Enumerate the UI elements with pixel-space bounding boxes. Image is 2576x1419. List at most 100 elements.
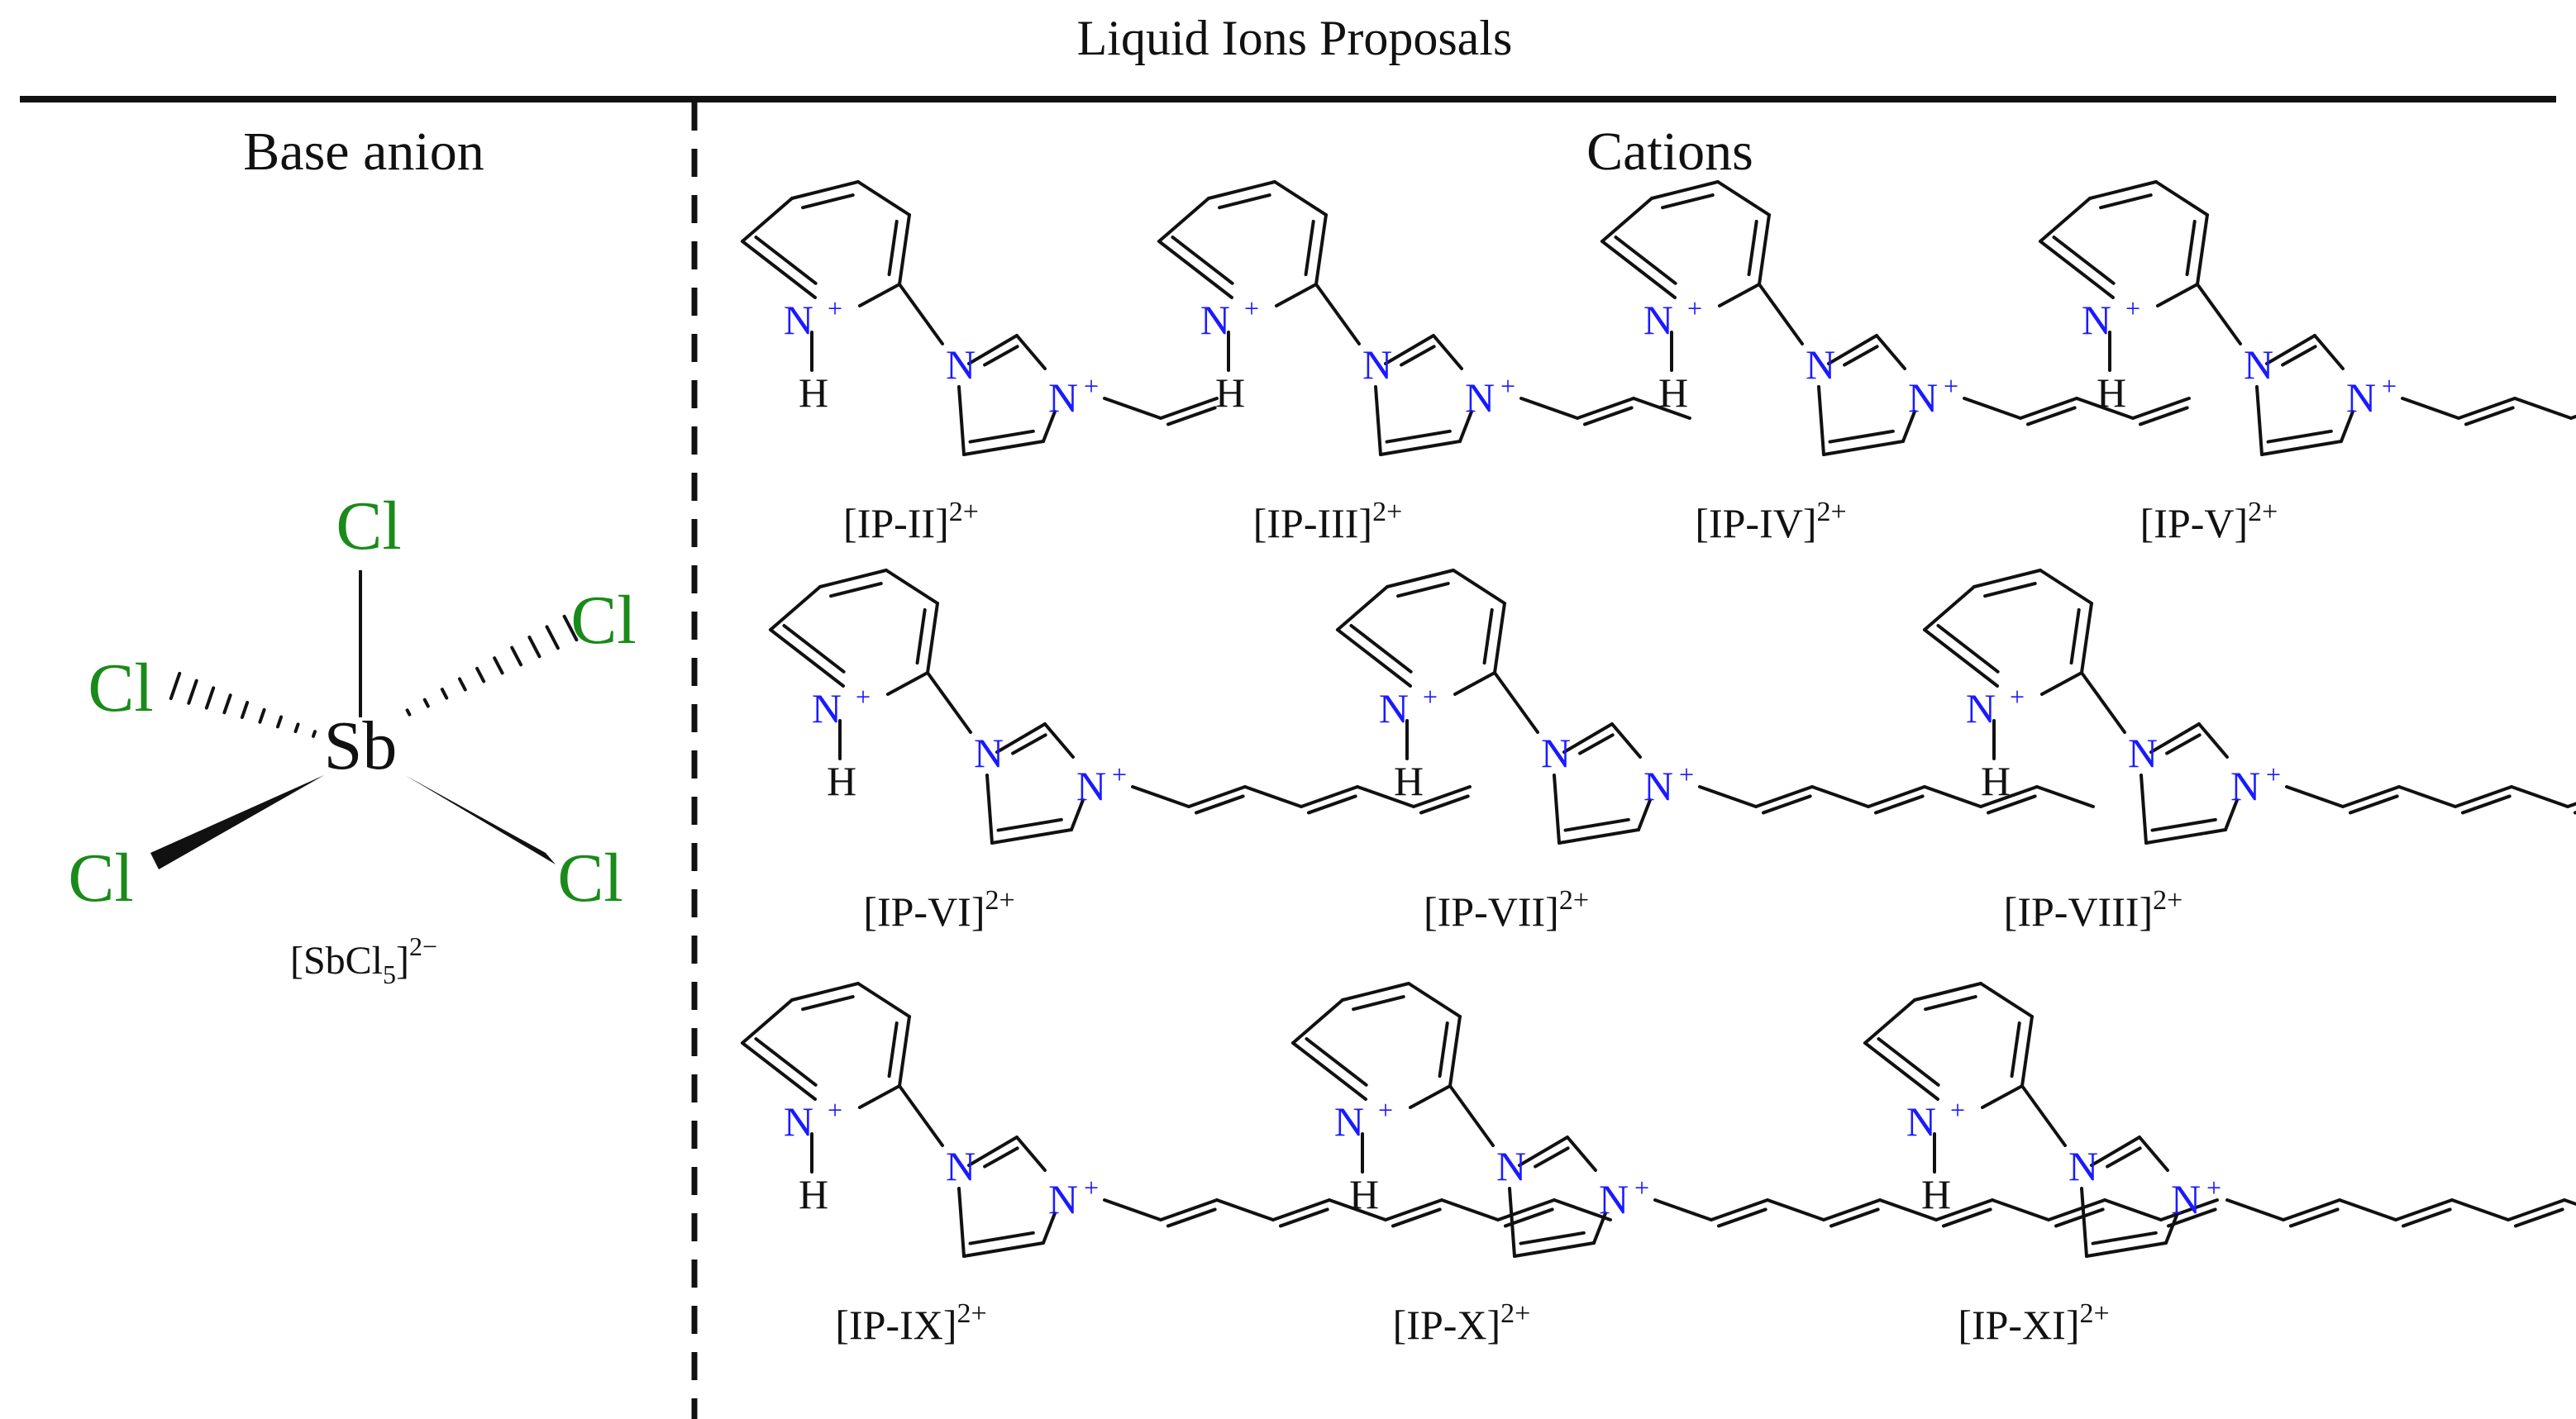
ring-bond [2164, 1212, 2179, 1245]
imidazolium-n-atom: N [1362, 341, 1392, 388]
imidazolium-n-atom: N [1496, 1143, 1526, 1189]
cations-heading: Cations [1586, 121, 1753, 182]
chain-double-bond [2401, 1207, 2452, 1228]
chain-bond [1710, 1198, 1769, 1221]
ring-double-bond [983, 345, 1019, 367]
ring-bond [1610, 722, 1642, 759]
ring-link-bond [926, 671, 972, 734]
ring-bond [1070, 798, 1085, 831]
ring-bond [1432, 334, 1463, 370]
chain-bond [2563, 1198, 2576, 1207]
ring-bond [1650, 180, 1720, 200]
chain-bond [1215, 1198, 1275, 1221]
chain-bond [2047, 1198, 2106, 1221]
ring-double-bond [2106, 1146, 2142, 1169]
chain-bond [2019, 397, 2078, 420]
chain-bond [2513, 397, 2573, 420]
ring-double-bond [801, 995, 855, 1012]
ring-bond [858, 1084, 901, 1109]
pyridinium-h-atom: H [1658, 369, 1688, 416]
ligand-cl-lower-left: Cl [68, 840, 133, 917]
imidazolium-plus: + [1634, 1173, 1649, 1202]
chain-double-bond [2513, 1207, 2564, 1228]
pyridinium-plus: + [2125, 293, 2140, 323]
chain-bond [1131, 785, 1190, 808]
imidazolium-n-plus-atom: N [1076, 763, 1106, 809]
cation-label: [IP-XI]2+ [1958, 1298, 2109, 1348]
imidazolium-plus: + [1500, 371, 1515, 401]
hash-stroke [293, 722, 300, 734]
ring-bond [2039, 197, 2092, 243]
center-atom-sb: Sb [324, 707, 398, 784]
ligand-cl-lower-right: Cl [557, 840, 623, 917]
chain-double-bond [1278, 1207, 1329, 1228]
ring-bond [1863, 998, 1916, 1045]
ring-bond [2088, 180, 2158, 200]
chain-bond [1384, 1198, 1443, 1221]
chain-double-bond [1873, 794, 1925, 815]
hash-stroke [422, 698, 430, 708]
ring-bond [1566, 1136, 1597, 1172]
ring-bond [2085, 1241, 2168, 1258]
cation-label-text: [IP-XI] [1958, 1302, 2079, 1348]
ring-bond [1600, 197, 1653, 243]
chain-double-bond [1582, 406, 1634, 426]
ring-double-bond [829, 582, 883, 598]
ring-bond [1716, 180, 1771, 217]
cation-label: [IP-III]2+ [1253, 497, 1403, 546]
formula-open: [SbCl [290, 939, 383, 983]
cation-label-text: [IP-VI] [863, 888, 985, 935]
cation-charge: 2+ [2153, 885, 2182, 916]
chain-bond [1187, 785, 1247, 808]
ring-double-bond [1877, 1037, 1940, 1087]
imidazolium-plus: + [1084, 371, 1099, 401]
chain-bond [1878, 1198, 1938, 1221]
ring-double-bond [1304, 219, 1315, 277]
ring-bond [1207, 180, 1276, 200]
ring-double-bond [2185, 219, 2197, 277]
page-title: Liquid Ions Proposals [1077, 11, 1513, 65]
ring-double-bond [1578, 733, 1615, 755]
ring-double-bond [1843, 345, 1879, 367]
imidazolium-plus: + [1084, 1173, 1099, 1202]
cation-charge: 2+ [1372, 497, 1402, 527]
chain-bond [1822, 1198, 1882, 1221]
ring-double-bond [887, 219, 899, 277]
hash-stroke [222, 693, 232, 715]
ring-double-bond [983, 1146, 1019, 1169]
chain-bond [1159, 1198, 1219, 1221]
cation-charge: 2+ [1500, 1298, 1530, 1329]
ring-bond [1042, 1212, 1057, 1245]
ring-bond [1562, 722, 1614, 754]
ring-double-bond [1011, 733, 1047, 755]
pyridinium-n-atom: N [812, 685, 842, 731]
chain-bond [2225, 1198, 2285, 1221]
hash-stroke [457, 677, 467, 692]
imidazolium-plus: + [2206, 1173, 2221, 1202]
cation-ip-vii: N+HNN+[IP-VII]2+ [1336, 569, 2095, 935]
pyridinium-plus: + [1244, 293, 1259, 323]
chain-double-bond [1306, 794, 1357, 815]
ring-double-bond [782, 624, 846, 674]
ring-bond [1513, 1241, 1596, 1258]
ring-bond [1043, 722, 1075, 759]
chain-bond [2397, 785, 2457, 808]
imidazolium-n-atom: N [2128, 730, 2158, 776]
hash-stroke [169, 671, 182, 701]
ring-bond [990, 828, 1073, 845]
chain-bond [1810, 785, 1870, 808]
chain-bond [2282, 1198, 2341, 1221]
chain-bond [1519, 397, 1579, 420]
chain-bond [2394, 1198, 2454, 1221]
cation-label: [IP-VII]2+ [1424, 885, 1589, 935]
ring-bond [2138, 1136, 2169, 1172]
chain-bond [1867, 785, 1926, 808]
chain-bond [2454, 785, 2513, 808]
ring-double-bond [1563, 817, 1630, 832]
ring-bond [1913, 982, 1982, 1002]
imidazolium-n-atom: N [946, 1143, 976, 1189]
ring-link-bond [898, 283, 944, 345]
ring-bond [1493, 602, 1506, 674]
hash-stroke [258, 707, 266, 724]
imidazolium-n-plus-atom: N [1048, 374, 1078, 421]
